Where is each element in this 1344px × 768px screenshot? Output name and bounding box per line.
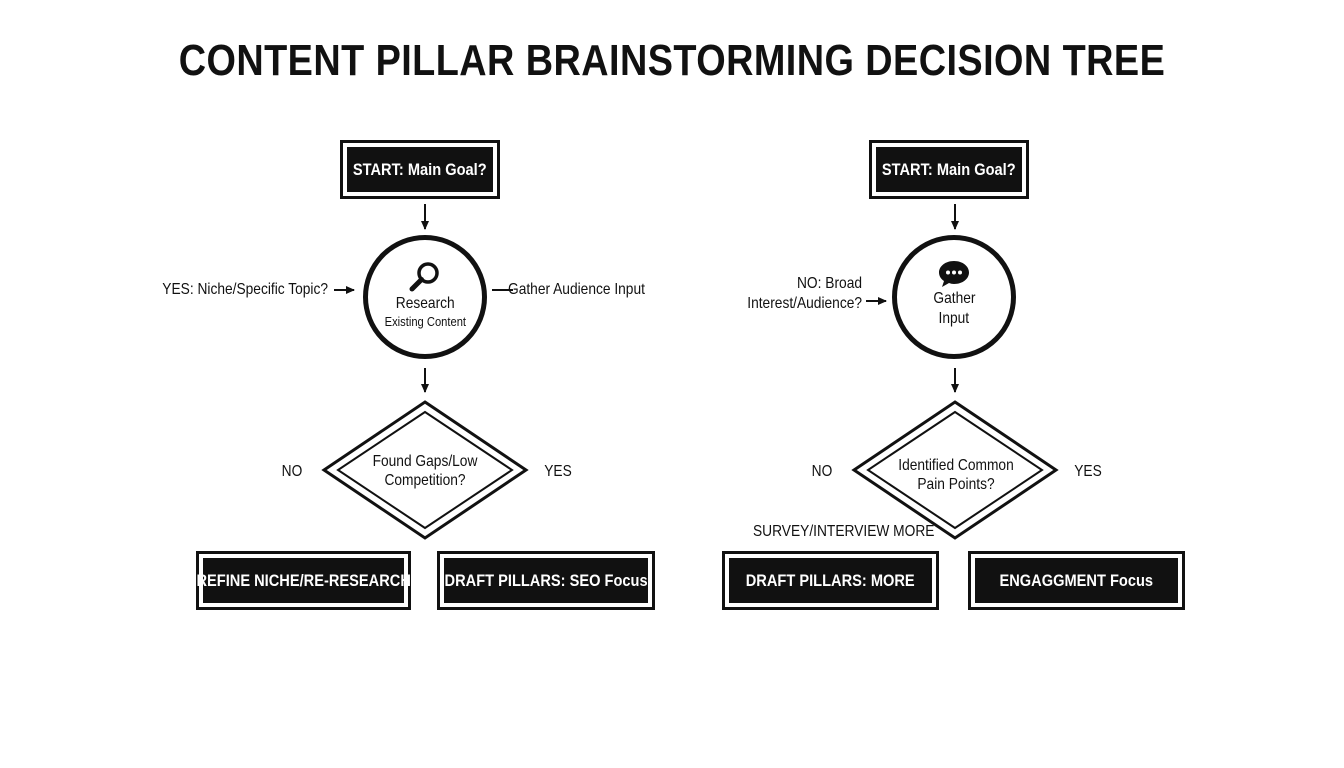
start-box-right: START: Main Goal? [869,140,1029,199]
more-pillars-label: DRAFT PILLARS: MORE [746,570,915,590]
more-pillars-box: DRAFT PILLARS: MORE [722,551,939,610]
decision-left-line2: Competition? [384,472,466,489]
refine-niche-label: REFINE NICHE/RE-RESEARCH [196,570,411,590]
decision-diamond-right [851,400,1059,540]
decision-right-text: Identified Common Pain Points? [883,456,1029,494]
engagement-box: ENGAGGMENT Focus [968,551,1185,610]
start-box-left-label: START: Main Goal? [353,159,487,179]
engagement-label: ENGAGGMENT Focus [999,570,1154,590]
gather-label-line2: Input [938,310,970,327]
magnifier-icon [409,262,439,292]
no-label-right: NO [811,463,833,480]
broad-interest-line2: Interest/Audience? [747,295,862,312]
gather-input-circle: Gather Input [892,235,1016,359]
decision-right-line2: Pain Points? [917,476,995,493]
seo-pillars-label: DRAFT PILLARS: SEO Focus [444,570,648,590]
refine-niche-box: REFINE NICHE/RE-RESEARCH [196,551,411,610]
broad-interest-label: NO: Broad Interest/Audience? [723,274,862,314]
no-label-left: NO [281,463,303,480]
seo-pillars-box: DRAFT PILLARS: SEO Focus [437,551,655,610]
speech-bubble-icon [939,261,969,287]
yes-label-left: YES [544,463,572,480]
start-box-right-label: START: Main Goal? [882,159,1016,179]
research-label: Research [395,295,455,312]
decision-right-line1: Identified Common [898,457,1014,474]
gather-audience-label: Gather Audience Input [508,281,645,298]
research-sublabel: Existing Content [384,314,466,329]
niche-label: YES: Niche/Specific Topic? [162,281,328,298]
broad-interest-line1: NO: Broad [796,275,862,292]
decision-left-text: Found Gaps/Low Competition? [356,452,494,490]
page-title: CONTENT PILLAR BRAINSTORMING DECISION TR… [178,36,1166,85]
gather-label-line1: Gather [932,290,976,307]
survey-note: SURVEY/INTERVIEW MORE [753,523,935,540]
decision-diamond-left [321,400,529,540]
yes-label-right: YES [1074,463,1102,480]
start-box-left: START: Main Goal? [340,140,500,199]
decision-left-line1: Found Gaps/Low [372,453,478,470]
research-circle: Research Existing Content [363,235,487,359]
